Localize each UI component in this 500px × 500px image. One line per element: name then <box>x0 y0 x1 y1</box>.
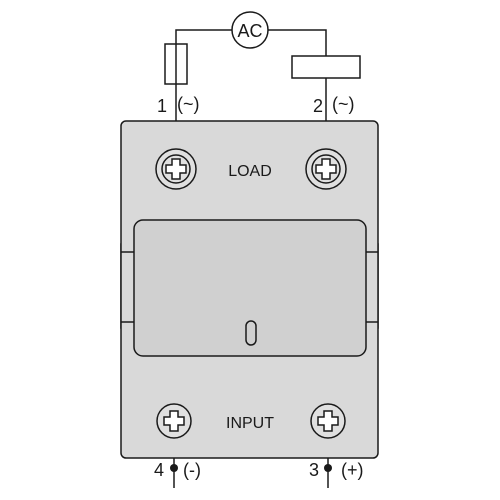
terminal-2-number: 2 <box>313 96 323 116</box>
terminal-1-number: 1 <box>157 96 167 116</box>
terminal-2-polarity: (~) <box>332 94 355 114</box>
screw-cross-icon <box>165 158 187 180</box>
load-circuit-wiring <box>175 29 327 121</box>
screw-cross-icon <box>163 410 185 432</box>
load-label: LOAD <box>228 163 272 180</box>
load-symbol <box>291 55 361 79</box>
terminal-4-number: 4 <box>154 460 164 480</box>
wire-ac-to-load <box>268 29 327 56</box>
terminal-1-polarity: (~) <box>177 94 200 114</box>
terminal-4-polarity: (-) <box>183 460 201 480</box>
input-leads <box>173 458 329 488</box>
terminal-4-dot <box>170 464 178 472</box>
screw-terminal-1[interactable] <box>155 148 197 190</box>
screw-terminal-2[interactable] <box>305 148 347 190</box>
terminal-3-label: 3 (+) <box>309 460 364 480</box>
screw-terminal-3[interactable] <box>310 403 346 439</box>
ac-source: AC <box>231 11 269 49</box>
terminal-1-label: 1 (~) <box>157 94 200 116</box>
terminal-2-label: 2 (~) <box>313 94 355 116</box>
terminal-3-polarity: (+) <box>341 460 364 480</box>
ac-label: AC <box>237 21 262 41</box>
input-label: INPUT <box>226 415 274 432</box>
wire-fuse-to-ac <box>175 29 232 44</box>
fuse-symbol <box>164 43 188 85</box>
screw-cross-icon <box>315 158 337 180</box>
relay-cover-panel <box>133 219 367 357</box>
screw-cross-icon <box>317 410 339 432</box>
screw-terminal-4[interactable] <box>156 403 192 439</box>
terminal-4-label: 4 (-) <box>154 460 201 480</box>
status-led-indicator <box>245 320 257 346</box>
terminal-3-dot <box>324 464 332 472</box>
terminal-3-number: 3 <box>309 460 319 480</box>
clip-notches <box>121 251 378 323</box>
